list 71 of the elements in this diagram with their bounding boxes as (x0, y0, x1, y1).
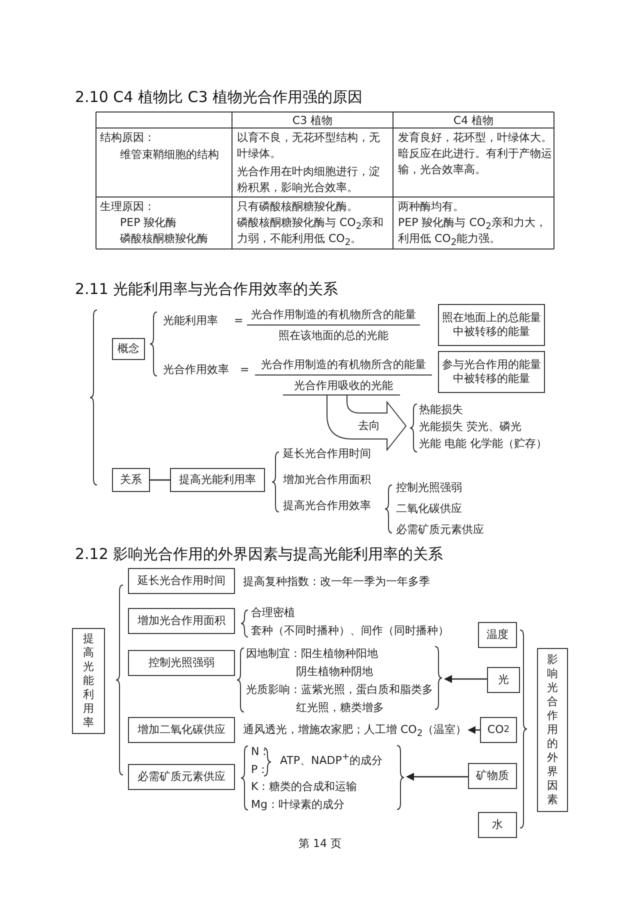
label-box: 提高光能利用率 (170, 468, 265, 492)
label-box: 增加光合作用面积 (128, 608, 235, 634)
table-cell-text: 磷酸核酮糖羧化酶 (120, 231, 208, 247)
label-box: 关系 (112, 468, 150, 492)
connector-line (150, 479, 170, 481)
label-box: 延长光合作用时间 (128, 568, 235, 594)
arrow (468, 726, 480, 734)
table-cell-text: PEP 羧化酶与 CO$_{2}$亲和力大，利用低 CO$_{2}$能力强。 (398, 215, 548, 247)
table-cell-text: PEP 羧化酶 (120, 215, 177, 231)
bracket (396, 745, 405, 810)
column-header: C4 植物 (452, 113, 495, 129)
label-text: ATP、NADP$^{+}$的成分 (280, 752, 383, 769)
factor-box: 矿物质 (468, 763, 517, 789)
label-text: 增加光合作用面积 (283, 472, 371, 488)
section-heading: 2.10 C4 植物比 C3 植物光合作用强的原因 (75, 88, 363, 106)
label-text: P： (251, 762, 269, 778)
label-text: 提高复种指数：改一年一季为一年多季 (243, 574, 430, 590)
arrow-label: 去向 (358, 418, 380, 434)
factor-box: 水 (478, 812, 517, 838)
label-text: 热能损失 (419, 402, 463, 418)
label-text: 光质影响：蓝紫光照，蛋白质和脂类多 (246, 682, 433, 698)
page-number: 第 14 页 (298, 836, 342, 852)
label-text: 光合作用效率 (163, 362, 229, 378)
label-text: 合理密植 (251, 605, 295, 621)
label-text: 光能 电能 化学能（贮存） (419, 436, 547, 452)
equals-sign: = (234, 313, 244, 329)
label-text: 光能损失 荧光、磷光 (419, 419, 522, 435)
note-text: 通风透光，增施农家肥；人工增 CO$_{2}$（温室） (243, 723, 467, 737)
label-box: 概念 (112, 338, 145, 360)
table-cell-text: 光合作用在叶肉细胞进行，淀粉积累，影响光合效率。 (237, 164, 381, 196)
vertical-box: 影响光合作用的外界因素 (537, 648, 568, 812)
label-text: 因地制宜：阳生植物种阳地 (246, 646, 378, 662)
note-box: 照在地面上的总能量中被转移的能量 (438, 304, 545, 346)
label-text: N： (251, 744, 270, 760)
denominator-text: 光合作用吸收的光能 (293, 378, 394, 394)
label-text: 二氧化碳供应 (396, 501, 462, 517)
section-heading: 2.11 光能利用率与光合作用效率的关系 (75, 280, 338, 298)
factor-box: 温度 (478, 622, 517, 648)
table-cell-text: 只有磷酸核酮糖羧化酶。 (237, 199, 358, 215)
label-text: K：糖类的合成和运输 (251, 779, 358, 795)
arrow (444, 675, 487, 683)
note-box: 参与光合作用的能量中被转移的能量 (438, 351, 545, 393)
label-box: 控制光照强弱 (128, 650, 235, 676)
factor-box: 光 (487, 667, 520, 693)
vertical-box: 提高光能利用率 (72, 628, 105, 734)
label-box: 增加二氧化碳供应 (128, 717, 235, 743)
label-text: Mg：叶绿素的成分 (251, 797, 344, 813)
label-box: 必需矿质元素供应 (128, 764, 235, 790)
table-cell-text: 维管束鞘细胞的结构 (120, 147, 219, 163)
table-cell-text: 磷酸核酮糖羧化酶与 CO$_{2}$亲和力弱，不能利用低 CO$_{2}$。 (237, 215, 385, 247)
table-cell-text: 以育不良，无花环型结构，无叶绿体。 (237, 130, 381, 162)
table-cell-text: 两种酶均有。 (398, 199, 464, 215)
numerator-text: 光合作用制造的有机物所含的能量 (260, 357, 427, 373)
label-text: 阴生植物种阴地 (296, 664, 373, 680)
section-heading: 2.12 影响光合作用的外界因素与提高光能利用率的关系 (75, 545, 444, 563)
table-cell-text: 生理原因： (100, 199, 155, 215)
table-cell-text: 发育良好，花环型，叶绿体大。暗反应在此进行。有利于产物运输，光合效率高。 (398, 130, 553, 178)
column-header: C3 植物 (291, 113, 334, 129)
arrow (406, 772, 468, 781)
label-text: 控制光照强弱 (396, 480, 462, 496)
label-text: 延长光合作用时间 (283, 446, 371, 462)
denominator-text: 照在该地面的总的光能 (278, 328, 390, 344)
bracket (434, 646, 443, 710)
label-text: 必需矿质元素供应 (396, 522, 484, 538)
equals-sign: = (240, 362, 250, 378)
table-cell-text: 结构原因： (100, 130, 155, 146)
label-text: 光能利用率 (163, 313, 218, 329)
label-text: 红光照，糖类增多 (296, 700, 384, 716)
label-text: 套种（不同时播种）、间作（同时播种） (251, 623, 449, 639)
numerator-text: 光合作用制造的有机物所含的能量 (250, 307, 417, 323)
label-text: 提高光合作用效率 (283, 498, 371, 514)
